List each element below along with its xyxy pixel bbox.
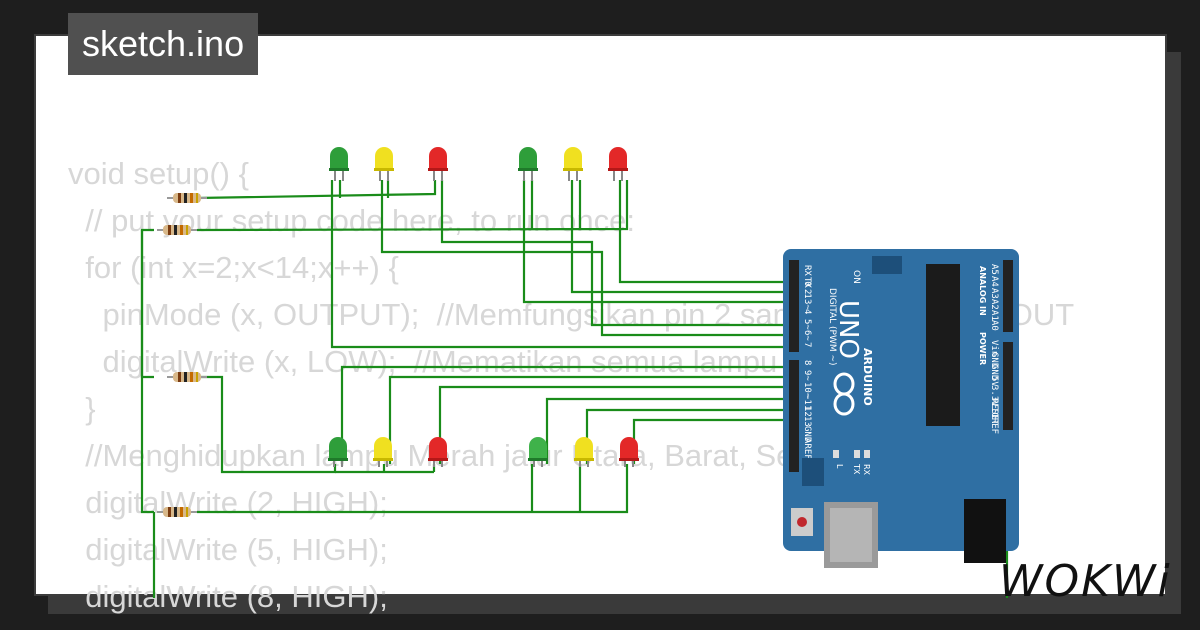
pin-label: TX 1 [802,277,812,299]
pin-label: 6~ [802,330,812,341]
pin-label: GND [989,352,999,368]
code-line: } [68,391,96,426]
reset-button-cap[interactable] [797,517,807,527]
pin-label: A1 [989,310,999,321]
code-line: digitalWrite (8, HIGH); [68,579,388,614]
code-line: digitalWrite (2, HIGH); [68,485,388,520]
pin-label: RX 0 [802,265,812,287]
led-yellow[interactable] [574,437,594,467]
digital-pin-labels: RX 0 TX 1 2 3~ 4 5~ 6~ 7 8 9~ 10~ ~11 12… [802,265,812,460]
led-yellow[interactable] [374,147,394,181]
led-red[interactable] [428,147,448,181]
resistor [156,506,198,518]
pin-label: 10~ [802,382,812,399]
right-pin-labels: A5 A4 A3 A2 A1 A0 Vin GND GND 5V 3.3V RE… [989,264,999,434]
board-brand: ARDUINO [861,348,874,406]
pin-label: 7 [802,342,812,347]
l-label: L [835,464,844,469]
digital-header-top [789,260,799,352]
digital-label: DIGITAL (PWM ~) [827,288,837,366]
led-green[interactable] [328,437,348,467]
pin-label: GND [989,364,999,380]
wires [140,180,1009,598]
resistor [166,371,208,383]
pin-label: 3~ [802,299,812,310]
led-red[interactable] [608,147,628,181]
led-red[interactable] [428,437,448,467]
pin-label: 13 [802,416,812,427]
pin-label: A4 [989,276,999,287]
led-l [833,450,839,458]
led-rx [864,450,870,458]
resistor [166,192,208,204]
pin-label: 8 [802,360,812,365]
led-group-top [329,147,628,181]
arduino-logo-icon [833,372,855,416]
power-header [1003,342,1013,430]
led-yellow[interactable] [563,147,583,181]
pin-label: 9~ [802,370,812,381]
led-green[interactable] [329,147,349,181]
pin-label: Vin [989,340,999,356]
arduino-uno-board[interactable]: RX 0 TX 1 2 3~ 4 5~ 6~ 7 8 9~ 10~ ~11 12… [783,249,1019,568]
led-yellow[interactable] [373,437,393,467]
pin-label: GND [802,426,812,442]
code-block: void setup() { // put your setup code he… [68,150,1074,620]
pin-label: RESET [989,398,999,426]
sketch-title[interactable]: sketch.ino [68,13,259,75]
on-label: ON [851,270,861,284]
circuit-diagram: RX 0 TX 1 2 3~ 4 5~ 6~ 7 8 9~ 10~ ~11 12… [140,147,1019,598]
pin-label: 5~ [802,319,812,330]
rx-label: RX [862,464,871,476]
analog-label: ANALOG IN [978,266,987,316]
pin-label: 2 [802,289,812,294]
pin-label: A0 [989,320,999,331]
led-tx [854,450,860,458]
led-red[interactable] [619,437,639,467]
code-line: digitalWrite (x, LOW); //Mematikan semua… [68,344,778,379]
code-line: // put your setup code here, to run once… [68,203,635,238]
resistor [156,224,198,236]
pin-label: 4 [802,309,812,314]
icsp-header [872,256,902,274]
pin-label: AREF [802,438,812,460]
code-line: digitalWrite (5, HIGH); [68,532,388,567]
led-green[interactable] [528,437,548,467]
tx-label: TX [852,463,861,475]
power-jack [964,499,1006,563]
led-green[interactable] [518,147,538,181]
pin-label: IOREF [989,407,999,434]
pin-label: 5V [989,376,999,387]
pin-label: A3 [989,288,999,299]
board-name: UNO [833,300,863,359]
code-line: for (int x=2;x<14;x++) { [68,250,399,285]
pin-label: 3.3V [989,385,999,407]
wokwi-logo: WOKWi [999,556,1172,607]
power-label: POWER [978,332,987,365]
analog-header [1003,260,1013,332]
usb-port-inner [830,508,872,562]
code-line: void setup() { [68,156,249,191]
pin-label: A2 [989,299,999,310]
pin-label: A5 [989,264,999,275]
preview-card: void setup() { // put your setup code he… [34,34,1170,614]
icsp-header-2 [802,458,824,486]
digital-header-bottom [789,360,799,472]
pin-label: ~11 [802,394,812,410]
pin-label: 12 [802,406,812,417]
led-group-bottom [328,437,639,467]
atmega-chip [926,264,960,426]
